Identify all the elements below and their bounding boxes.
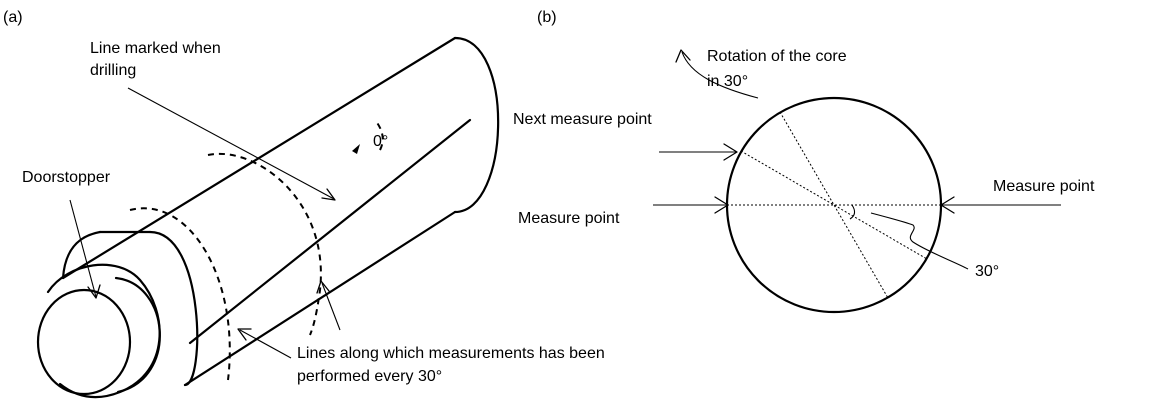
rotation-label-line2: in 30° xyxy=(707,73,748,90)
measurement-line-1 xyxy=(129,207,231,381)
panel-b: (b) Rotation of the core in 30° Next mea… xyxy=(513,9,1095,314)
doorstopper-label: Doorstopper xyxy=(22,169,111,186)
panel-a: (a) 0° Line marked whe xyxy=(3,9,605,399)
angle-arc xyxy=(849,204,856,220)
doorstopper-ring-inner xyxy=(114,276,161,394)
core-start-face-top xyxy=(61,230,102,280)
next-measure-point-arrow xyxy=(659,143,738,161)
line-marked-label-line2: drilling xyxy=(90,62,136,79)
next-measure-point-label: Next measure point xyxy=(513,111,652,128)
measure-point-right-label: Measure point xyxy=(993,178,1095,195)
thirty-degree-leader xyxy=(870,212,969,270)
zero-degree-arrowhead xyxy=(352,144,360,154)
measurement-leader-2 xyxy=(316,280,341,331)
rotation-label-line1: Rotation of the core xyxy=(707,48,847,65)
thirty-degree-label: 30° xyxy=(975,263,999,280)
zero-degree-arrow: 0° xyxy=(352,133,388,154)
doorstopper-leader xyxy=(69,199,101,299)
measure-point-left-arrow xyxy=(653,196,729,214)
doorstopper-assembly xyxy=(36,230,199,399)
measurement-leader-1 xyxy=(237,328,292,359)
measurement-lines-label-line1: Lines along which measurements has been xyxy=(297,345,605,362)
measurement-lines-label-line2: performed every 30° xyxy=(297,368,442,385)
drilling-line xyxy=(188,118,472,345)
doorstopper-face xyxy=(36,288,132,396)
collar-outline xyxy=(148,230,199,387)
rotation-arrow xyxy=(675,49,759,99)
line-marked-label-line1: Line marked when xyxy=(90,40,221,57)
core-end-face xyxy=(453,36,500,214)
measure-point-left-label: Measure point xyxy=(518,210,620,227)
panel-b-label: (b) xyxy=(537,9,557,26)
line-marked-leader xyxy=(127,87,336,201)
panel-a-label: (a) xyxy=(3,9,23,26)
measure-point-right-arrow xyxy=(940,196,1061,214)
measurement-line-3 xyxy=(374,119,384,151)
measurement-lines xyxy=(129,119,384,381)
zero-degree-label: 0° xyxy=(373,133,388,150)
measurement-line-2 xyxy=(207,152,322,336)
